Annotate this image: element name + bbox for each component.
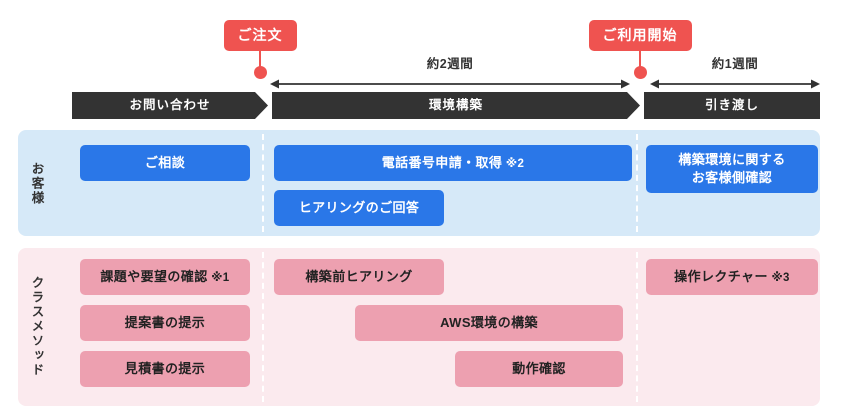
phase-build: 環境構築 xyxy=(272,92,640,119)
lane-divider-customer-0 xyxy=(262,134,264,232)
task-customer-check[interactable]: 構築環境に関するお客様側確認 xyxy=(646,145,818,193)
task-operation-lecture[interactable]: 操作レクチャー ※3 xyxy=(646,259,818,295)
lane-divider-vendor-1 xyxy=(636,252,638,402)
task-label: 課題や要望の確認 xyxy=(100,268,208,284)
task-label: 見積書の提示 xyxy=(124,361,206,377)
swimlane-title-customer: お客様 xyxy=(29,162,44,206)
task-note: ※1 xyxy=(207,271,230,284)
task-note: ※2 xyxy=(502,157,525,170)
milestone-stem-start-use xyxy=(639,51,641,67)
task-phone-number-apply[interactable]: 電話番号申請・取得 ※2 xyxy=(274,145,632,181)
swimlane-title-vendor: クラスメソッド xyxy=(29,276,44,378)
phase-label-handover: 引き渡し xyxy=(704,98,759,113)
milestone-flag-start-use: ご利用開始 xyxy=(588,20,692,51)
task-requirements-check[interactable]: 課題や要望の確認 ※1 xyxy=(80,259,250,295)
task-label: 電話番号申請・取得 xyxy=(381,154,503,170)
task-proposal[interactable]: 提案書の提示 xyxy=(80,305,250,341)
duration-arrow-handover xyxy=(650,79,820,88)
task-hearing-answer[interactable]: ヒアリングのご回答 xyxy=(274,190,444,226)
phase-label-build: 環境構築 xyxy=(428,98,483,113)
milestone-order[interactable]: ご注文 xyxy=(223,20,297,79)
task-aws-build[interactable]: AWS環境の構築 xyxy=(355,305,623,341)
duration-label-handover: 約1週間 xyxy=(711,57,759,71)
phase-inquiry: お問い合わせ xyxy=(72,92,268,119)
task-label: AWS環境の構築 xyxy=(440,315,538,331)
task-label: ヒアリングのご回答 xyxy=(298,200,420,216)
duration-handover: 約1週間 xyxy=(650,58,820,90)
task-note: ※3 xyxy=(767,271,790,284)
lane-divider-customer-1 xyxy=(636,134,638,232)
task-label: 提案書の提示 xyxy=(124,315,206,331)
lane-divider-vendor-0 xyxy=(262,252,264,402)
milestone-dot-order xyxy=(253,66,267,79)
task-consultation[interactable]: ご相談 xyxy=(80,145,250,181)
milestone-flag-order: ご注文 xyxy=(223,20,297,51)
phase-handover: 引き渡し xyxy=(644,92,820,119)
task-label: 構築前ヒアリング xyxy=(305,269,413,285)
task-operation-check[interactable]: 動作確認 xyxy=(455,351,623,387)
milestone-dot-start-use xyxy=(633,66,647,79)
milestone-stem-order xyxy=(259,51,261,67)
milestone-start-use[interactable]: ご利用開始 xyxy=(588,20,692,79)
phase-label-inquiry: お問い合わせ xyxy=(129,98,211,113)
task-label: 操作レクチャー xyxy=(674,268,768,284)
task-label: ご相談 xyxy=(144,155,186,171)
task-quotation[interactable]: 見積書の提示 xyxy=(80,351,250,387)
task-pre-build-hearing[interactable]: 構築前ヒアリング xyxy=(274,259,444,295)
duration-arrow-build xyxy=(270,79,630,88)
task-label: 構築環境に関する xyxy=(678,152,786,168)
task-label: 動作確認 xyxy=(512,361,566,377)
duration-label-build: 約2週間 xyxy=(426,57,474,71)
duration-build: 約2週間 xyxy=(270,58,630,90)
task-label: お客様側確認 xyxy=(691,170,773,185)
